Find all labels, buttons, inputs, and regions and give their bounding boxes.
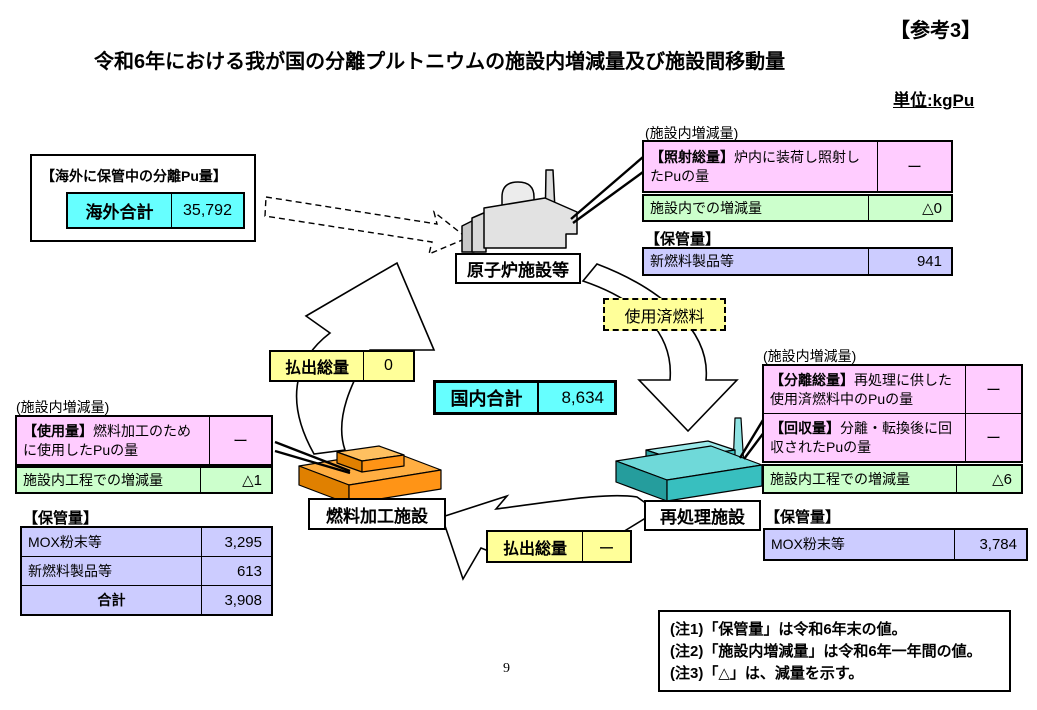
flow-desc: 分離・転換後に回収されたPuの量 [770, 420, 952, 455]
shipment-label: 払出総量 [502, 540, 567, 558]
storage-label: MOX粉末等 [28, 533, 102, 550]
reference-tag: 【参考3】 [890, 20, 982, 42]
table-row: 合計 3,908 [22, 585, 271, 614]
fuelfab-change-caption: (施設内増減量) [16, 399, 110, 415]
page-title: 令和6年における我が国の分離プルトニウムの施設内増減量及び施設間移動量 [94, 51, 786, 73]
change-label: 施設内での増減量 [650, 200, 762, 216]
change-label: 施設内工程での増減量 [770, 470, 910, 487]
fuelfab-storage-caption: 【保管量】 [23, 510, 99, 527]
change-value: △6 [956, 466, 1021, 492]
facility-label-reactor: 原子炉施設等 [455, 253, 581, 284]
note-line: (注1)「保管量」は令和6年末の値。 [670, 621, 907, 638]
fuelfab-flow-table: 【使用量】燃料加工のために使用したPuの量 ー [15, 415, 273, 466]
change-value: △1 [200, 468, 271, 493]
overseas-box: 【海外に保管中の分離Pu量】 海外合計 35,792 [30, 154, 256, 242]
flow-value: ー [209, 417, 271, 464]
page-number: 9 [503, 661, 510, 676]
storage-label: 新燃料製品等 [28, 562, 112, 579]
table-row: MOX粉末等 3,295 [22, 528, 271, 556]
shipment-to-fuelfab: 払出総量 ー [486, 530, 632, 563]
table-row: 【分離総量】再処理に供した使用済燃料中のPuの量 ー [764, 366, 1021, 413]
unit-label: 単位:kgPu [893, 91, 975, 110]
flow-term: 【使用量】 [23, 423, 93, 440]
facility-label-fuelfab: 燃料加工施設 [308, 498, 446, 530]
shipment-label: 払出総量 [284, 360, 349, 377]
reactor-flow-table: 【照射総量】炉内に装荷し照射したPuの量 ー [642, 140, 953, 193]
storage-value: 941 [868, 249, 951, 274]
table-row: MOX粉末等 3,784 [765, 530, 1026, 559]
reprocessing-change-caption: (施設内増減量) [763, 348, 857, 364]
table-row: 新燃料製品等 613 [22, 556, 271, 585]
notes-box: (注1)「保管量」は令和6年末の値。 (注2)「施設内増減量」は令和6年一年間の… [658, 610, 1011, 692]
table-row: 【回収量】分離・転換後に回収されたPuの量 ー [764, 413, 1021, 461]
fuelfab-storage-table: MOX粉末等 3,295 新燃料製品等 613 合計 3,908 [20, 526, 273, 616]
table-row: 施設内工程での増減量 △6 [764, 466, 1021, 492]
storage-label: MOX粉末等 [771, 536, 845, 553]
table-row: 【使用量】燃料加工のために使用したPuの量 ー [17, 417, 271, 464]
change-value: △0 [868, 196, 951, 221]
flow-term: 【照射総量】 [650, 149, 734, 166]
shipment-value: ー [582, 532, 630, 561]
reactor-change-caption: (施設内増減量) [645, 125, 739, 141]
flow-term: 【分離総量】 [770, 372, 854, 389]
reactor-change-table: 施設内での増減量 △0 [642, 194, 953, 223]
change-label: 施設内工程での増減量 [23, 472, 163, 488]
flow-desc: 燃料加工のために使用したPuの量 [23, 423, 191, 458]
reactor-building-icon [461, 169, 578, 253]
reactor-storage-table: 新燃料製品等 941 [642, 247, 953, 276]
storage-total-value: 3,908 [201, 586, 271, 614]
facility-label-reprocessing: 再処理施設 [644, 500, 761, 531]
note-line: (注3)「△」は、減量を示す。 [670, 664, 864, 682]
fuelfab-change-table: 施設内工程での増減量 △1 [15, 466, 273, 495]
overseas-to-reactor-arrow [264, 196, 469, 256]
flow-desc: 炉内に装荷し照射したPuの量 [650, 149, 860, 184]
shipment-value: 0 [363, 352, 413, 380]
reprocessing-storage-table: MOX粉末等 3,784 [763, 528, 1028, 561]
spent-fuel-label: 使用済燃料 [603, 298, 726, 331]
reprocessing-change-table: 施設内工程での増減量 △6 [762, 464, 1023, 494]
fuelfab-to-reactor-arrow [295, 261, 436, 455]
callout-lines [274, 156, 766, 475]
note-line: (注2)「施設内増減量」は令和6年一年間の値。 [670, 642, 982, 660]
reprocessing-storage-caption: 【保管量】 [765, 509, 841, 526]
storage-value: 613 [201, 557, 271, 585]
overseas-total-label: 海外合計 [85, 203, 154, 222]
storage-total-label: 合計 [97, 591, 126, 608]
domestic-total-value: 8,634 [537, 383, 614, 412]
flow-value: ー [965, 366, 1021, 413]
reprocessing-flow-table: 【分離総量】再処理に供した使用済燃料中のPuの量 ー 【回収量】分離・転換後に回… [762, 364, 1023, 463]
table-row: 新燃料製品等 941 [644, 249, 951, 274]
table-row: 施設内工程での増減量 △1 [17, 468, 271, 493]
reactor-storage-caption: 【保管量】 [645, 231, 721, 248]
storage-value: 3,784 [954, 530, 1026, 559]
flow-value: ー [965, 414, 1021, 461]
reprocessing-building-icon [615, 417, 763, 502]
table-row: 【照射総量】炉内に装荷し照射したPuの量 ー [644, 142, 951, 191]
domestic-total: 国内合計 8,634 [433, 380, 617, 415]
storage-label: 新燃料製品等 [650, 253, 734, 270]
flow-term: 【回収量】 [770, 420, 840, 437]
flow-value: ー [877, 142, 951, 191]
fuel-fabrication-building-icon [298, 445, 442, 505]
table-row: 施設内での増減量 △0 [644, 196, 951, 221]
overseas-total-value: 35,792 [171, 194, 243, 227]
domestic-total-label: 国内合計 [450, 388, 523, 409]
storage-value: 3,295 [201, 528, 271, 556]
overseas-caption: 【海外に保管中の分離Pu量】 [41, 168, 227, 184]
overseas-total: 海外合計 35,792 [66, 192, 245, 229]
flow-desc: 再処理に供した使用済燃料中のPuの量 [770, 372, 952, 407]
shipment-to-reactor: 払出総量 0 [269, 350, 415, 382]
